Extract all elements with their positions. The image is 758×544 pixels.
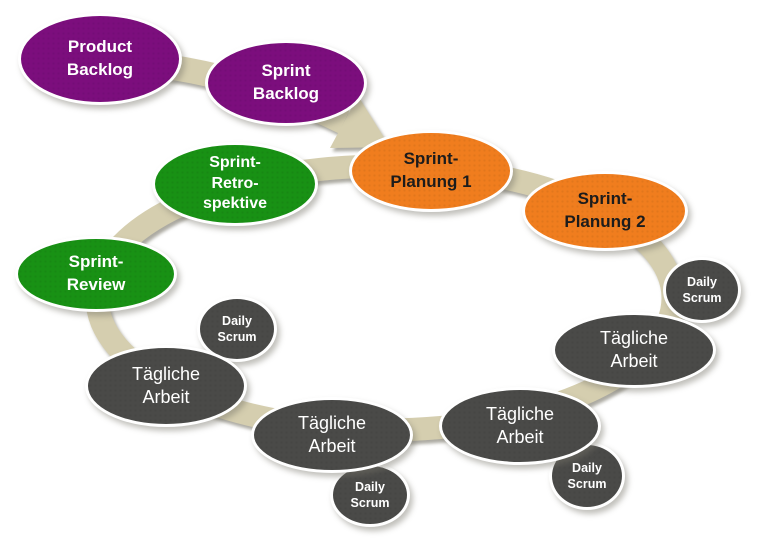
node-label: Sprint- Planung 2 xyxy=(564,189,646,231)
node-label: Sprint- Retro- spektive xyxy=(202,153,268,213)
node-taegliche-arbeit-unten-rechts: Tägliche Arbeit xyxy=(439,387,601,465)
node-label: Sprint Backlog xyxy=(252,61,320,103)
node-label: Tägliche Arbeit xyxy=(599,327,669,371)
node-sprint-planung-1: Sprint- Planung 1 xyxy=(349,130,513,212)
node-taegliche-arbeit-links: Tägliche Arbeit xyxy=(85,345,247,427)
node-label: Sprint- Review xyxy=(66,252,126,294)
node-label: Daily Scrum xyxy=(567,460,607,491)
node-label: Product Backlog xyxy=(66,37,134,79)
node-label: Tägliche Arbeit xyxy=(131,363,201,407)
backlog-arrow-head xyxy=(330,96,390,148)
node-taegliche-arbeit-unten-links: Tägliche Arbeit xyxy=(251,397,413,473)
node-sprint-backlog: Sprint Backlog xyxy=(205,40,367,126)
node-taegliche-arbeit-rechts: Tägliche Arbeit xyxy=(552,312,716,388)
node-sprint-review: Sprint- Review xyxy=(15,236,177,312)
node-label: Tägliche Arbeit xyxy=(485,403,555,447)
node-label: Daily Scrum xyxy=(217,313,257,344)
node-daily-scrum-1: Daily Scrum xyxy=(197,296,277,362)
node-label: Tägliche Arbeit xyxy=(297,412,367,456)
node-sprint-planung-2: Sprint- Planung 2 xyxy=(522,171,688,251)
node-label: Daily Scrum xyxy=(682,274,722,305)
node-sprint-retrospektive: Sprint- Retro- spektive xyxy=(152,142,318,226)
node-label: Sprint- Planung 1 xyxy=(390,149,472,191)
node-label: Daily Scrum xyxy=(350,479,390,510)
node-daily-scrum-4: Daily Scrum xyxy=(663,257,741,323)
node-product-backlog: Product Backlog xyxy=(18,13,182,105)
